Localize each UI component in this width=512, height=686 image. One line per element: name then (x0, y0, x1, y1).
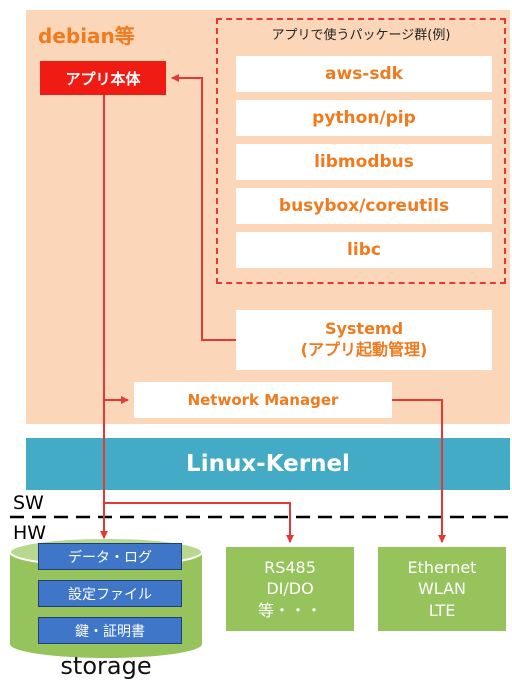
hw-label: HW (13, 522, 47, 544)
package-group (216, 18, 506, 284)
package-busybox-coreutils: busybox/coreutils (236, 188, 492, 224)
network-line-wlan: WLAN (417, 579, 466, 599)
storage-item-data-log: データ・ログ (38, 543, 182, 570)
storage-label: storage (60, 652, 152, 680)
app-to-serial-arrow (104, 502, 294, 543)
linux-kernel-bar: Linux-Kernel (26, 438, 510, 490)
sw-label: SW (13, 492, 44, 514)
package-libc: libc (236, 232, 492, 268)
systemd-to-app-arrow (171, 74, 236, 341)
serial-line-dido: DI/DO (266, 579, 314, 599)
package-aws-sdk: aws-sdk (236, 56, 492, 92)
package-group-title: アプリで使うパッケージ群(例) (271, 28, 451, 43)
network-line-ethernet: Ethernet (407, 557, 477, 577)
systemd-subtitle: (アプリ起動管理) (300, 340, 428, 359)
systemd-title: Systemd (324, 319, 404, 339)
systemd-box: Systemd (アプリ起動管理) (236, 310, 492, 370)
package-python-pip: python/pip (236, 100, 492, 136)
serial-line-rs485: RS485 (264, 557, 316, 577)
network-interface-box: Ethernet WLAN LTE (378, 547, 506, 631)
storage-item-keys-certs: 鍵・証明書 (38, 617, 182, 644)
package-libmodbus: libmodbus (236, 144, 492, 180)
network-line-lte: LTE (428, 600, 456, 620)
app-main-box: アプリ本体 (40, 61, 166, 95)
serial-io-box: RS485 DI/DO 等・・・ (226, 547, 354, 631)
network-manager-box: Network Manager (134, 382, 392, 418)
serial-line-etc: 等・・・ (257, 600, 322, 620)
debian-label: debian等 (38, 24, 135, 48)
storage-item-config-file: 設定ファイル (38, 580, 182, 607)
network-manager-to-interface-arrow (392, 399, 446, 543)
